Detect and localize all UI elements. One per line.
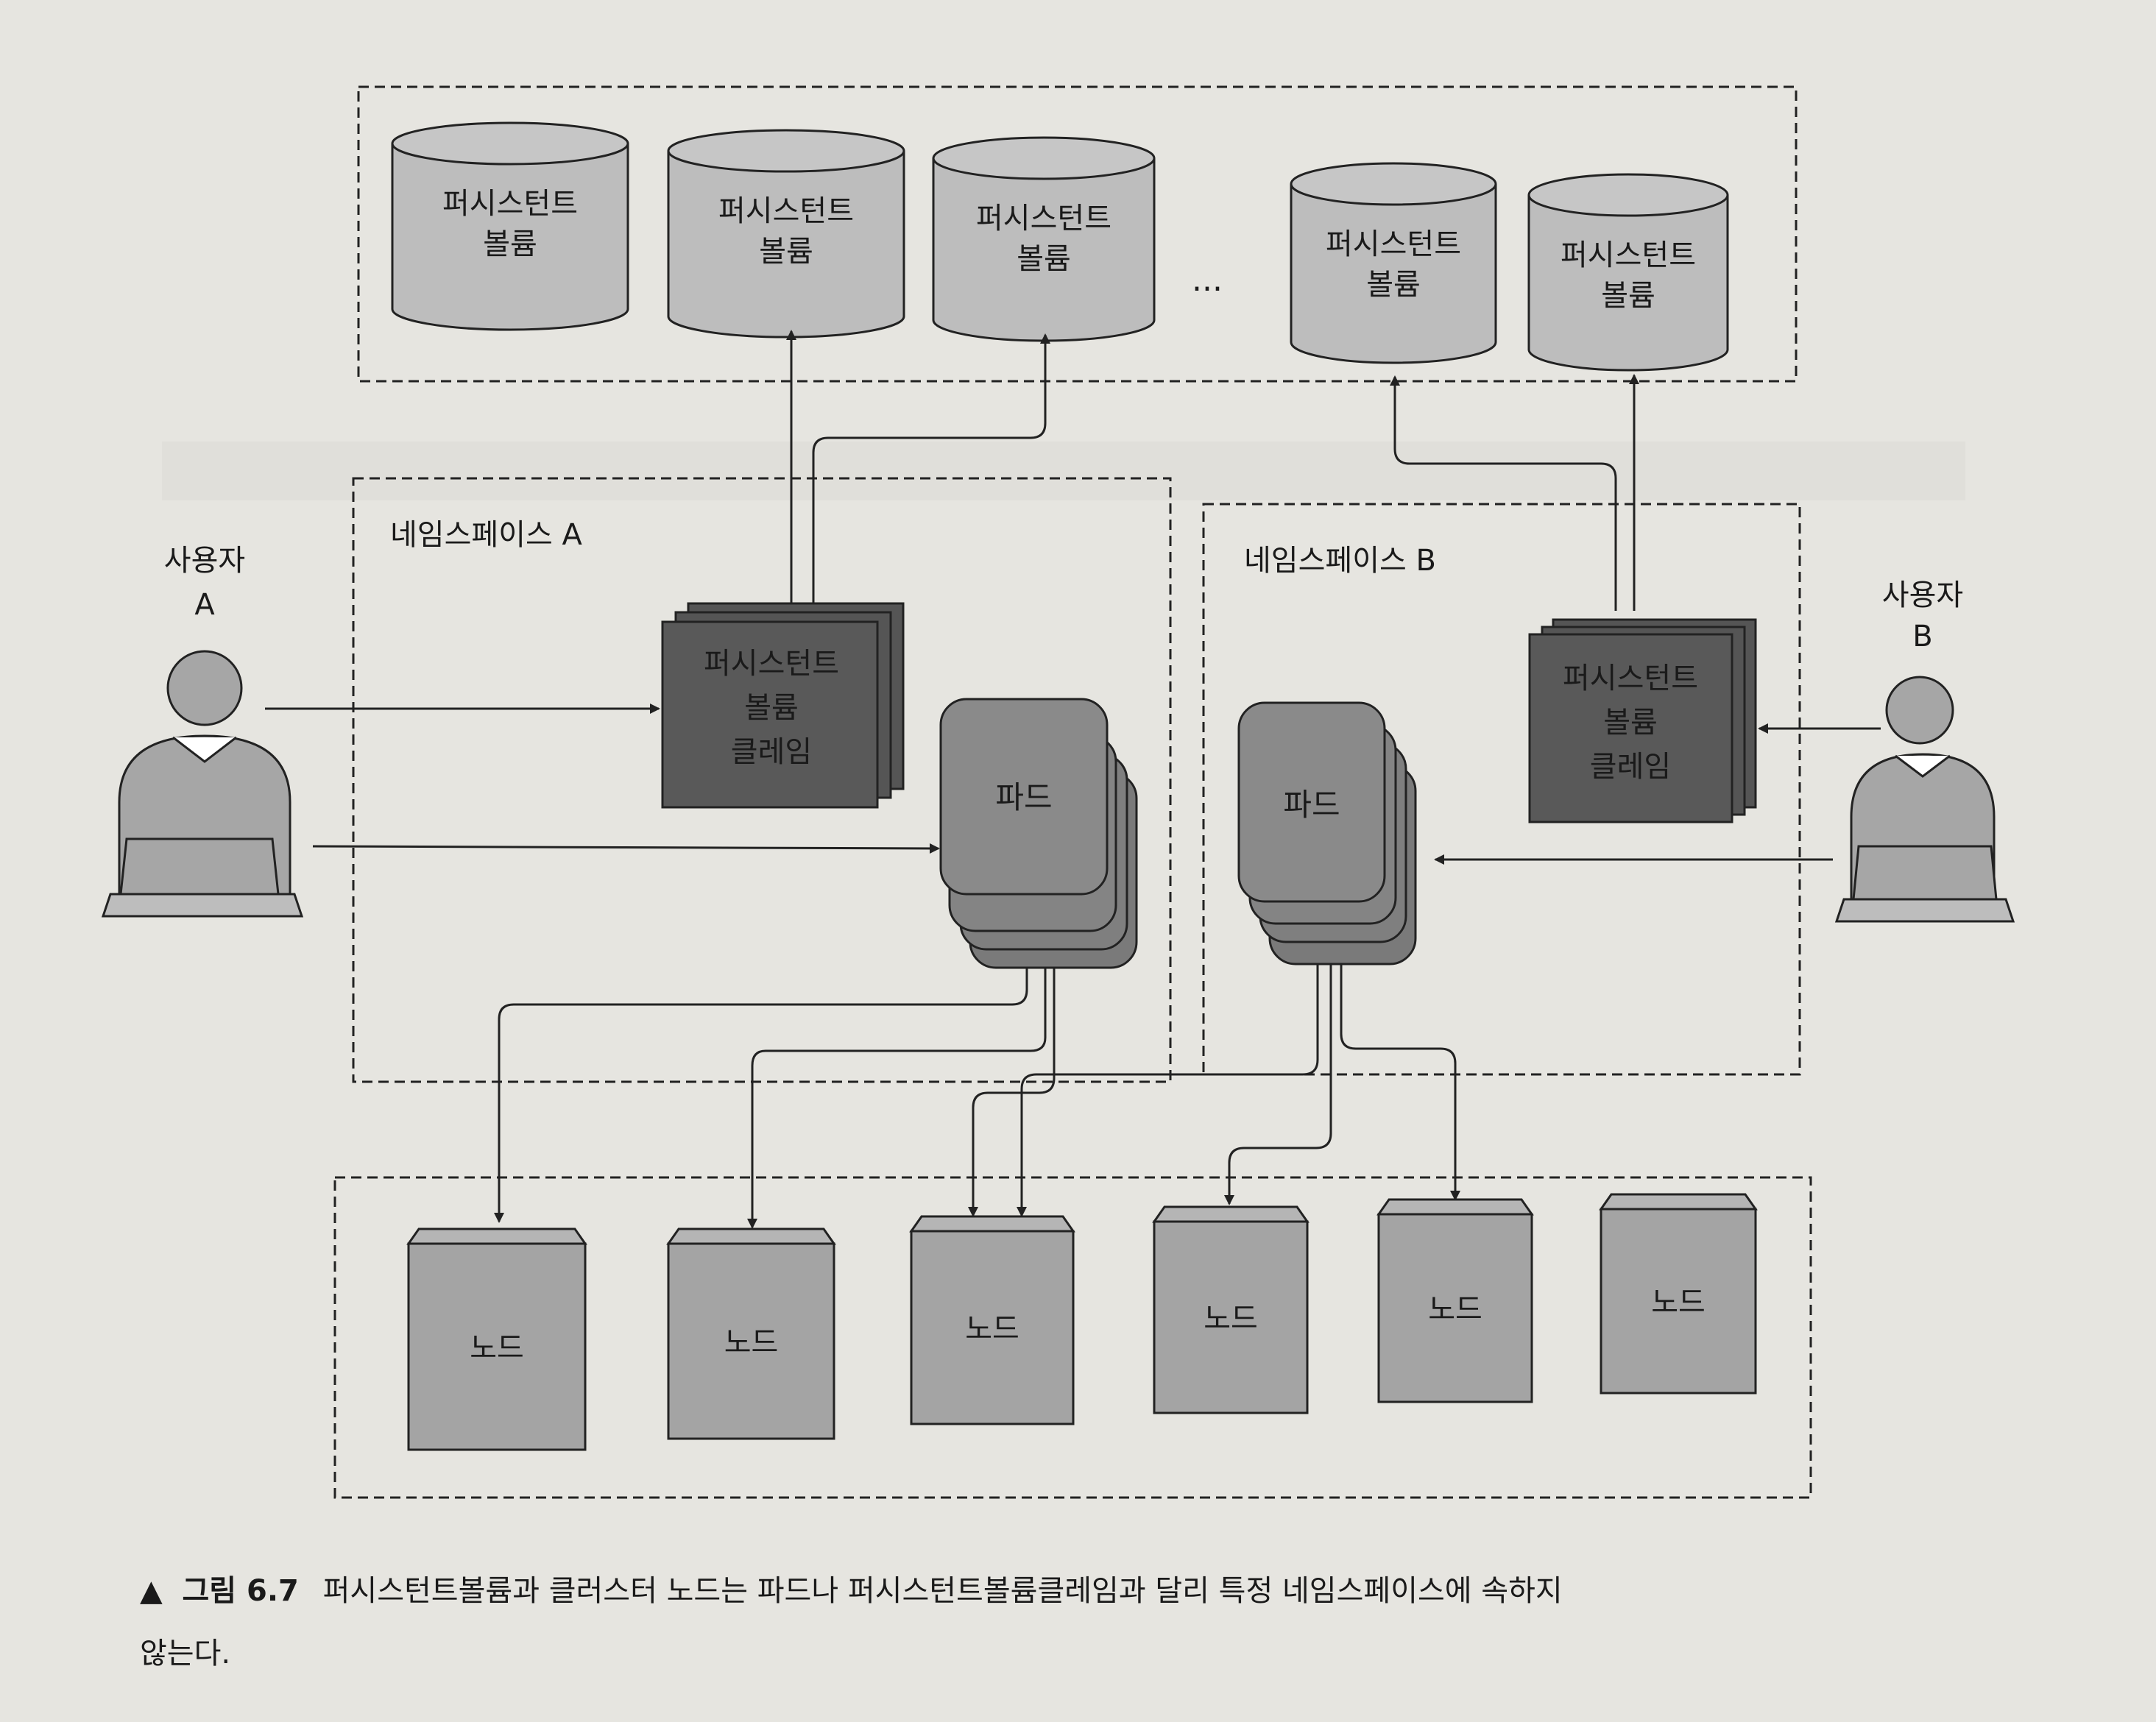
pod-b-label: 파드 (1283, 787, 1340, 823)
arrow-user-a-to-pod (312, 843, 940, 854)
persistent-volume-4: 퍼시스턴트볼륨 (1290, 162, 1497, 364)
persistent-volume-label: 퍼시스턴트 (976, 202, 1111, 235)
cluster-node-label: 노드 (724, 1326, 779, 1360)
persistent-volume-label: 퍼시스턴트 (718, 194, 854, 228)
arrow-pod-b-to-node-5 (1340, 960, 1460, 1201)
pvc-b-label-3: 클레임 (1590, 750, 1671, 784)
namespace-a-box (352, 477, 1172, 1083)
arrow-pod-a-to-node-3 (968, 963, 1056, 1217)
cluster-node-2: 노드 (666, 1227, 836, 1440)
nodes-group-box (333, 1176, 1812, 1499)
pod-a: 파드 (939, 698, 1138, 969)
user-b (1834, 676, 2015, 923)
pvc-a-label-3: 클레임 (731, 735, 812, 769)
persistent-volume-label: 볼륨 (1017, 242, 1071, 276)
persistent-volume-5: 퍼시스턴트볼륨 (1527, 173, 1729, 372)
persistent-volume-label: 볼륨 (759, 235, 813, 269)
pod-a-label: 파드 (995, 779, 1052, 815)
caption-text-1: 퍼시스턴트볼륨과 클러스터 노드는 파드나 퍼시스턴트볼륨클레임과 달리 특정 … (323, 1574, 1563, 1608)
cluster-node-label: 노드 (1651, 1286, 1706, 1319)
user-a-label-1: 사용자 (164, 544, 245, 578)
user-b-head (1885, 676, 1954, 745)
persistent-volume-label: 볼륨 (1601, 279, 1655, 313)
namespace-b-box (1202, 503, 1801, 1076)
pvc-b: 퍼시스턴트 볼륨 클레임 (1528, 618, 1757, 823)
persistent-volume-label: 퍼시스턴트 (442, 187, 578, 221)
laptop-icon (101, 837, 304, 918)
arrow-pod-b-to-node-3 (1017, 960, 1319, 1217)
ellipsis: ... (1192, 261, 1223, 299)
cluster-node-6: 노드 (1599, 1193, 1758, 1395)
persistent-volume-3: 퍼시스턴트볼륨 (932, 136, 1156, 342)
persistent-volume-label: 퍼시스턴트 (1561, 238, 1696, 272)
pvc-a-label-1: 퍼시스턴트 (704, 647, 839, 681)
cluster-node-5: 노드 (1376, 1198, 1534, 1403)
laptop-icon (1834, 845, 2015, 923)
namespace-a-label: 네임스페이스 A (390, 518, 583, 552)
user-a (101, 650, 304, 918)
persistent-volume-label: 퍼시스턴트 (1326, 227, 1461, 261)
pvc-b-label-1: 퍼시스턴트 (1563, 662, 1698, 695)
user-b-label-1: 사용자 (1882, 578, 1963, 612)
cluster-node-label: 노드 (1204, 1302, 1258, 1336)
caption-figure-number: 그림 6.7 (182, 1574, 298, 1608)
arrow-pod-a-to-node-2 (747, 963, 1047, 1229)
connectors (265, 330, 1881, 1229)
persistent-volume-label: 볼륨 (483, 227, 537, 261)
caption-line-2: 않는다. (140, 1637, 230, 1670)
cluster-node-label: 노드 (470, 1331, 524, 1365)
user-a-label-2: A (194, 588, 215, 622)
arrow-pod-b-to-node-4 (1224, 960, 1332, 1205)
caption-line-1: ▲ 그림 6.7 퍼시스턴트볼륨과 클러스터 노드는 파드나 퍼시스턴트볼륨클레… (140, 1574, 1563, 1608)
user-b-label-2: B (1912, 620, 1932, 653)
cluster-node-3: 노드 (909, 1215, 1075, 1425)
cluster-node-4: 노드 (1152, 1205, 1309, 1414)
arrow-pod-a-to-node-1 (494, 963, 1028, 1223)
cluster-node-label: 노드 (965, 1312, 1019, 1346)
pod-b: 파드 (1237, 701, 1417, 965)
persistent-volume-label: 볼륨 (1366, 268, 1421, 302)
arrow-pvc-a-to-volume-3 (812, 333, 1050, 603)
pvc-a-label-2: 볼륨 (744, 691, 799, 725)
arrow-pvc-b-to-volume-4 (1390, 375, 1617, 611)
cluster-node-label: 노드 (1428, 1293, 1482, 1327)
pvc-b-label-2: 볼륨 (1603, 706, 1658, 740)
pvc-a: 퍼시스턴트 볼륨 클레임 (661, 602, 905, 809)
persistent-volume-2: 퍼시스턴트볼륨 (667, 129, 905, 339)
user-a-head (166, 650, 243, 726)
caption-marker: ▲ (140, 1574, 163, 1608)
persistent-volume-1: 퍼시스턴트볼륨 (391, 121, 629, 331)
volumes-group-box (357, 85, 1798, 383)
namespace-b-label: 네임스페이스 B (1244, 544, 1436, 578)
cluster-node-1: 노드 (406, 1227, 587, 1451)
